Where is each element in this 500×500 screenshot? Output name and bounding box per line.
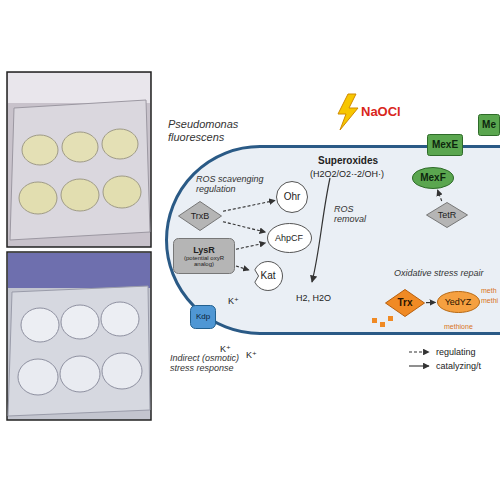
catalase-shape: Kat: [250, 261, 286, 291]
cloudy-well: [61, 179, 99, 211]
process-label: Oxidative stress repair: [394, 269, 484, 279]
clear-well: [18, 359, 58, 395]
legend-row: catalyzing/t: [408, 359, 481, 373]
potassium-transporter: Kdp: [190, 305, 216, 329]
substrate-square: [388, 316, 393, 321]
molecule-label: Superoxides: [318, 155, 378, 166]
legend-line: [409, 351, 429, 352]
node-label: Ohr: [284, 191, 301, 203]
ion-label-holder: K⁺: [228, 290, 239, 308]
efflux-pump-ellipse-shape: [413, 168, 454, 189]
photo-background: [8, 73, 150, 103]
stressor-label: NaOCl: [361, 105, 401, 119]
legend: regulating catalyzing/t: [408, 345, 481, 373]
process-label-holder: ROS scavenging regulation: [196, 175, 268, 196]
legend-line-sample: [408, 348, 432, 356]
well-plate: [8, 286, 150, 416]
clear-well: [101, 302, 139, 336]
clear-well: [60, 356, 100, 392]
node-note: (potential oxyR analog): [177, 255, 231, 268]
node-label: AhpCF: [275, 233, 303, 243]
process-label-holder: ROS removal: [334, 205, 374, 226]
cloudy-well: [62, 132, 98, 162]
enzyme-circle-shape: [267, 224, 311, 253]
node-label: Kdp: [196, 312, 210, 321]
process-label: ROS removal: [334, 205, 374, 225]
efflux-pump-ellipse: MexF: [412, 167, 454, 189]
cloudy-well: [22, 135, 58, 165]
efflux-pump-box: Me: [478, 114, 500, 136]
regulator-box: LysR(potential oxyR analog): [173, 238, 235, 274]
photo-frame: [7, 72, 151, 247]
organism-name: Pseudomonas fluorescens: [168, 118, 250, 143]
cell-envelope-shape: [167, 147, 500, 334]
node-label: YedYZ: [445, 297, 472, 307]
efflux-pump-box-shape: [479, 115, 500, 136]
node-label: MexF: [420, 172, 446, 184]
product-label-holder: H2, H2O: [296, 287, 331, 305]
photo-background: [8, 253, 150, 288]
cloudy-well: [19, 182, 57, 214]
enzyme-circle-shape: [277, 182, 308, 213]
substrate-label: meth: [481, 287, 497, 295]
catalase-shape-shape: [255, 262, 283, 291]
regulator-diamond-shape: [427, 203, 468, 228]
organism-heading: Pseudomonas fluorescens: [168, 118, 250, 143]
catalysis-arrow: [426, 302, 436, 303]
product-label: H2, H2O: [296, 294, 331, 304]
node-label: Me: [482, 119, 496, 131]
clear-well: [21, 308, 59, 342]
efflux-pump-box: MexE: [427, 134, 463, 156]
node-label: LysR: [193, 245, 215, 255]
clear-well: [102, 353, 142, 389]
lightning-bolt: [338, 94, 358, 130]
efflux-pump-box-shape: [428, 135, 463, 156]
node-label: MexE: [432, 139, 458, 151]
repair-diamond-shape: [386, 290, 425, 317]
formula-label: (H2O2/O2·-2/OH·): [310, 170, 384, 180]
process-label: Indirect (osmotic) stress response: [170, 354, 255, 374]
node-label: TrxB: [191, 211, 210, 221]
repair-enzyme-ellipse: YedYZ: [437, 291, 480, 313]
regulator-diamond-shape: [179, 202, 222, 231]
potassium-transporter-shape: [191, 306, 216, 329]
node-label: TetR: [438, 210, 457, 220]
enzyme-circle: Ohr: [276, 181, 308, 213]
repair-diamond: Trx: [385, 289, 425, 317]
legend-line-sample: [408, 362, 432, 370]
ion-label: K⁺: [228, 297, 239, 307]
substrate-square: [380, 322, 385, 327]
regulator-diamond: TrxB: [178, 201, 222, 231]
legend-text: regulating: [436, 347, 476, 357]
enzyme-circle: AhpCF: [267, 223, 312, 253]
node-label: Trx: [397, 297, 412, 309]
photo-frame: [7, 252, 151, 420]
process-label: ROS scavenging regulation: [196, 175, 268, 195]
stressor-label-holder: NaOCl: [361, 102, 401, 120]
repair-enzyme-ellipse-shape: [437, 292, 479, 313]
substrate-label: methi: [481, 297, 498, 305]
cloudy-well: [102, 129, 138, 159]
ion-label-holder: K⁺: [246, 344, 257, 362]
legend-row: regulating: [408, 345, 481, 359]
clear-well: [61, 305, 99, 339]
ion-label: K⁺: [246, 351, 257, 361]
substrate-label: methione: [444, 323, 473, 331]
regulator-diamond: TetR: [426, 202, 468, 228]
cloudy-well: [103, 176, 141, 208]
regulator-box-shape: [174, 239, 235, 274]
legend-text: catalyzing/t: [436, 361, 481, 371]
substrate-label-holder: methione: [444, 315, 473, 333]
process-label-holder: Oxidative stress repair: [394, 262, 484, 280]
node-label: Kat: [260, 270, 275, 282]
legend-line: [409, 365, 429, 366]
substrate-label-holder: meth: [481, 279, 497, 297]
process-label-holder: Indirect (osmotic) stress response: [170, 354, 255, 375]
molecule-label-holder: Superoxides: [318, 150, 378, 168]
well-plate: [10, 100, 150, 240]
substrate-square: [372, 318, 377, 323]
